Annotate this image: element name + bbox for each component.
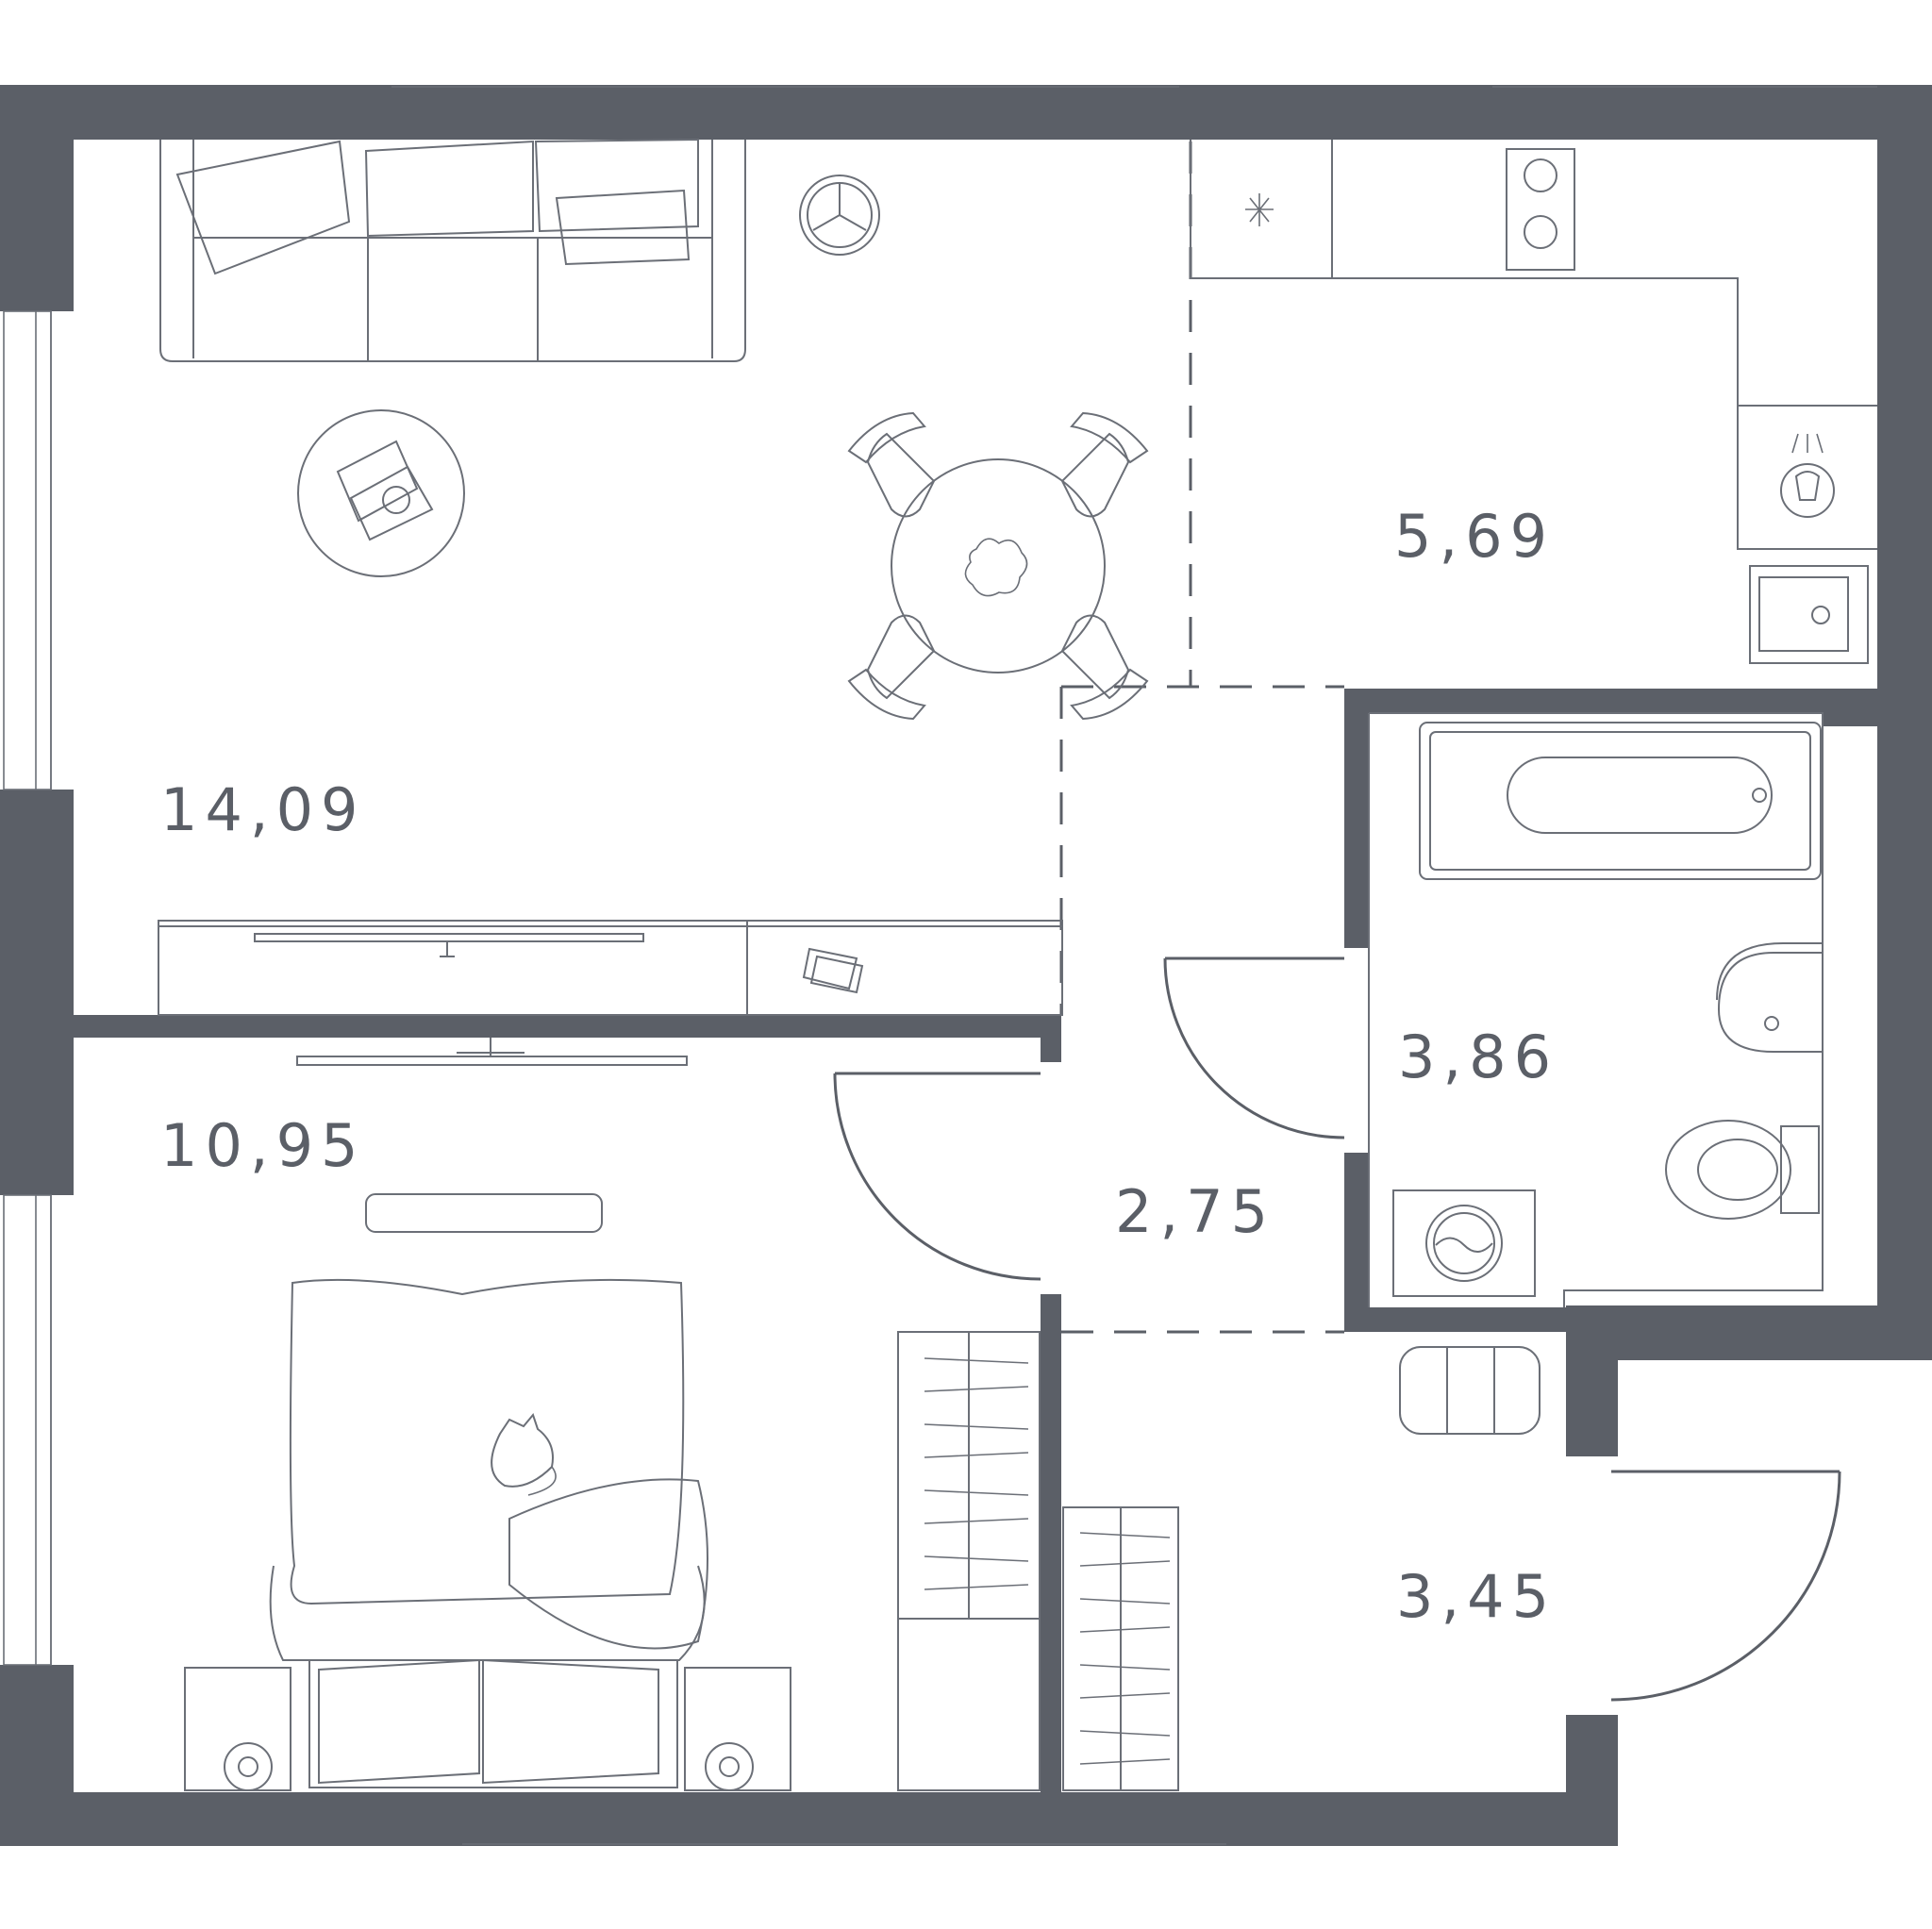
bed-icon: [269, 1193, 708, 1788]
room-area-corridor: 2,75: [1115, 1177, 1275, 1246]
bathroom-lining: [1368, 712, 1824, 1307]
toilet-icon: [1665, 1120, 1820, 1220]
dining-table-icon: [891, 458, 1106, 673]
zone-dividers: [1059, 141, 1344, 1334]
window-icon: [3, 1194, 52, 1666]
round-table-icon: [297, 409, 465, 577]
sofa-icon: [159, 138, 746, 362]
bathtub-icon: [1419, 722, 1822, 880]
cat-icon: [491, 1412, 557, 1496]
room-area-living: 14,09: [160, 775, 366, 844]
window-icon: [391, 86, 1877, 1845]
washbasin-icon: [1749, 565, 1869, 664]
sink-icon: [1780, 433, 1835, 518]
fridge-icon: [1245, 193, 1274, 226]
door-swing-icon: [1163, 956, 1345, 1139]
window-icon: [3, 310, 52, 790]
door-swing-icon: [833, 1072, 1041, 1281]
tv-icon: [254, 933, 644, 957]
washing-machine-icon: [1392, 1189, 1536, 1297]
washbasin-icon: [1716, 942, 1823, 1053]
room-area-kitchen: 5,69: [1394, 502, 1555, 571]
tv-stand-icon: [158, 920, 1063, 1016]
room-area-hallway: 3,45: [1396, 1562, 1557, 1631]
kitchen-counter: [1190, 140, 1877, 550]
tv-icon: [296, 1038, 688, 1066]
robot-vacuum-icon: [799, 175, 880, 256]
door-swing-icon: [1610, 1470, 1841, 1702]
room-area-bedroom: 10,95: [160, 1111, 366, 1180]
pouf-icon: [1399, 1346, 1541, 1435]
nightstand-icon: [684, 1667, 791, 1791]
dining-chair-icon: [847, 411, 1149, 721]
room-area-bathroom: 3,86: [1398, 1023, 1558, 1091]
nightstand-icon: [184, 1667, 291, 1791]
wardrobe-icon: [1062, 1506, 1179, 1791]
wardrobe-icon: [897, 1331, 1041, 1791]
walls: [0, 85, 1932, 1846]
stove-icon: [1506, 148, 1575, 271]
